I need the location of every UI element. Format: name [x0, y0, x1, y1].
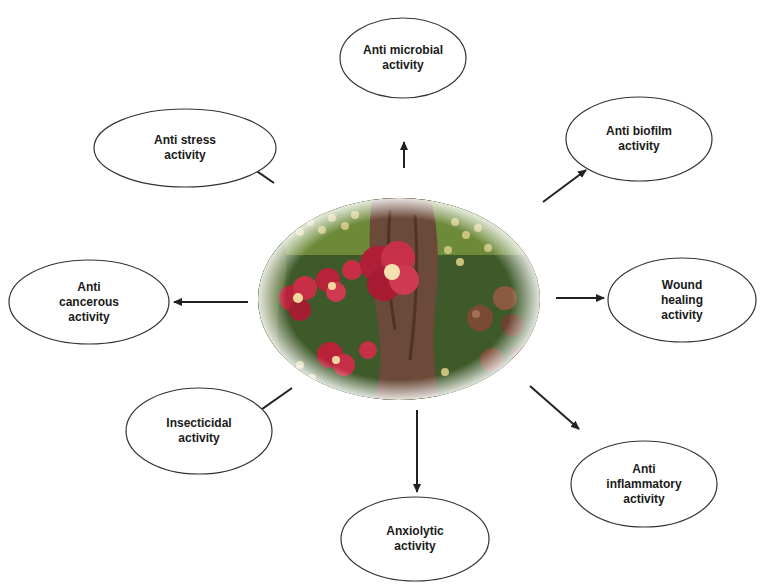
activity-ellipse: Wound healing activity: [607, 257, 757, 343]
activity-label: Anti stress activity: [140, 133, 230, 163]
activity-ellipse: Anti inflammatory activity: [570, 440, 718, 528]
activity-label: Anti biofilm activity: [594, 124, 684, 154]
activity-label: Insecticidal activity: [152, 416, 247, 446]
activity-label: Anti cancerous activity: [53, 280, 125, 325]
activity-label: Wound healing activity: [651, 278, 713, 323]
activity-ellipse: Anti stress activity: [93, 108, 277, 188]
activity-ellipse: Insecticidal activity: [125, 387, 273, 475]
tree-photo: [255, 195, 545, 405]
activity-label: Anti microbial activity: [360, 43, 446, 73]
activity-ellipse: Anti microbial activity: [339, 17, 467, 99]
activity-ellipse: Anti cancerous activity: [8, 259, 170, 345]
activity-label: Anxiolytic activity: [370, 524, 460, 554]
activity-ellipse: Anxiolytic activity: [340, 496, 490, 582]
activity-ellipse: Anti biofilm activity: [565, 96, 713, 182]
activity-label: Anti inflammatory activity: [594, 462, 694, 507]
